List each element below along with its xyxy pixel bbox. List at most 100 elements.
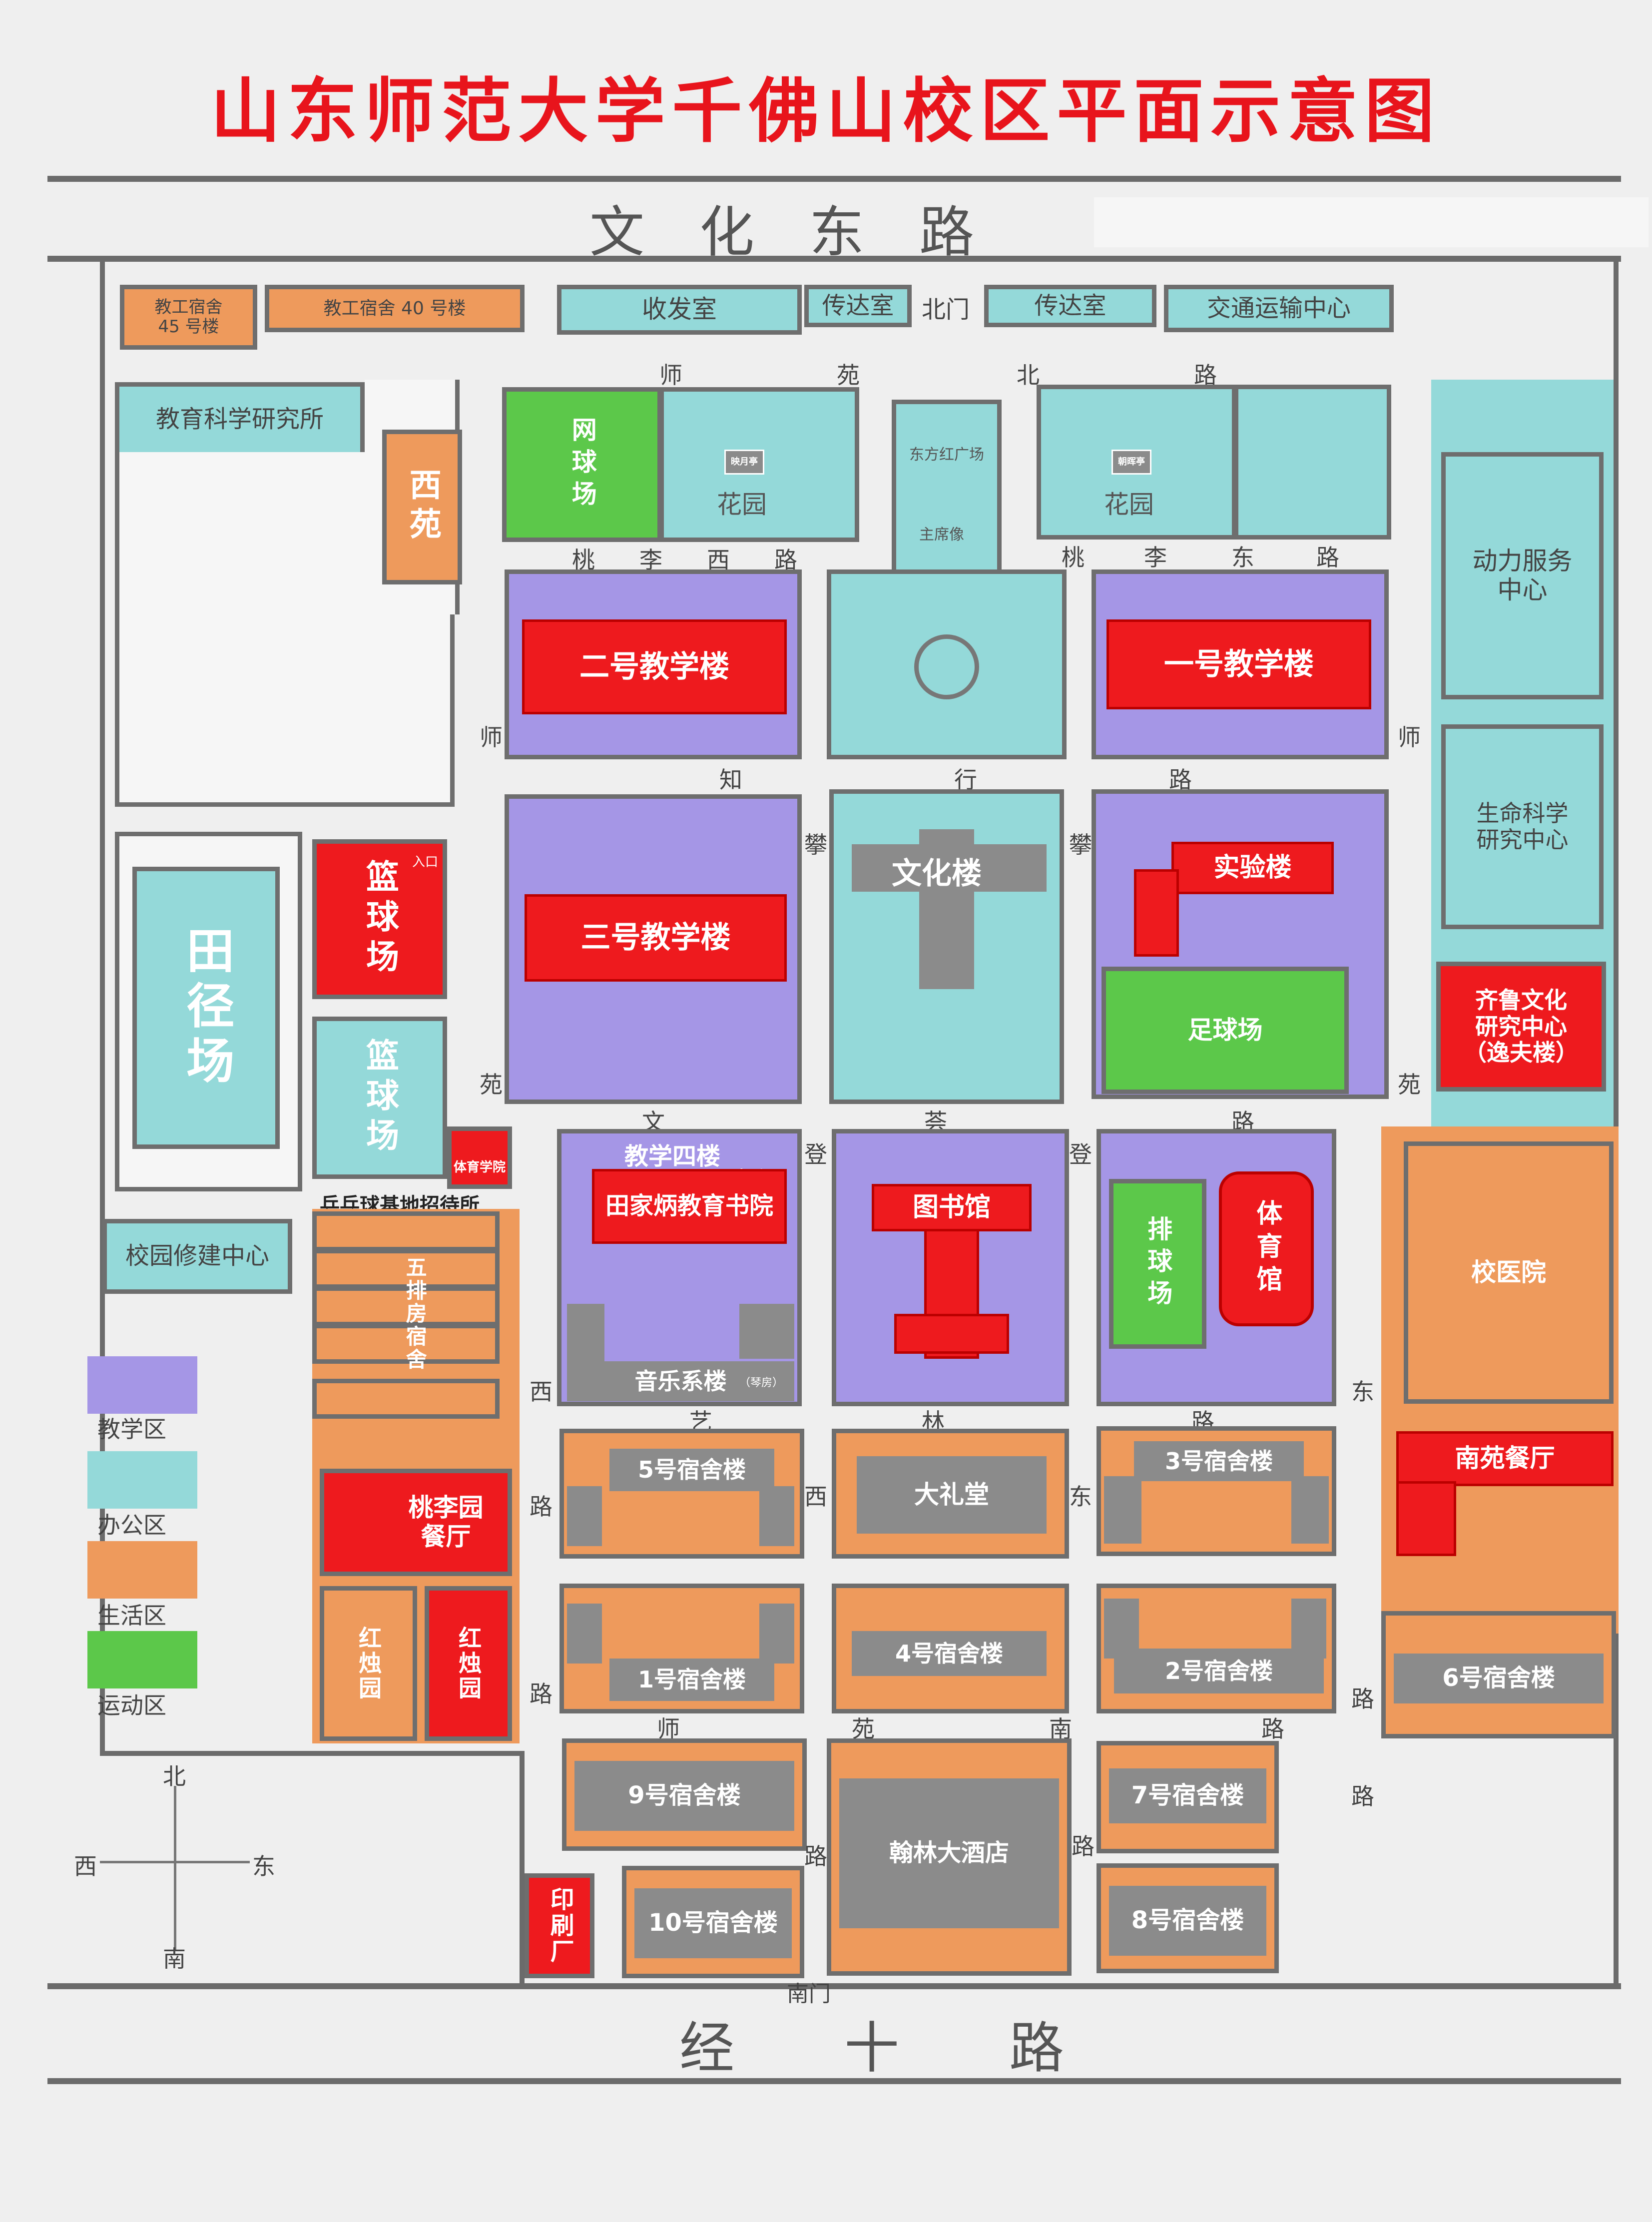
tian-jiabing-academy[interactable]: 田家炳教育书院 [592, 1169, 787, 1244]
football-field[interactable]: 足球场 [1101, 967, 1349, 1094]
road-char: 苑 [480, 1071, 503, 1098]
square-main[interactable] [827, 569, 1067, 759]
building-2[interactable]: 二号教学楼 [522, 619, 787, 714]
music-dept-building[interactable]: 音乐系楼 [567, 1361, 794, 1401]
square-circle [914, 634, 979, 699]
compass-vertical [174, 1786, 176, 1951]
qilu-culture-center[interactable]: 齐鲁文化 研究中心 （逸夫楼） [1436, 962, 1606, 1092]
road-char: 登 [804, 1141, 827, 1168]
gymnasium[interactable]: 体育馆 [1219, 1171, 1314, 1326]
road-char: 西 [530, 1378, 552, 1405]
legend-label-sports: 运动区 [97, 1692, 166, 1719]
road-char: 路 [530, 1493, 552, 1520]
garden-east-label: 花园 [1104, 490, 1154, 519]
staff-dorm-40[interactable]: 教工宿舍 40 号楼 [265, 285, 525, 332]
nanyuan-canteen[interactable]: 南苑餐厅 [1396, 1431, 1614, 1486]
library-base [894, 1314, 1009, 1354]
mail-room[interactable]: 收发室 [557, 285, 802, 335]
dorm-3-wing-r [1291, 1476, 1329, 1544]
school-hospital[interactable]: 校医院 [1404, 1141, 1614, 1404]
guard-room-east[interactable]: 传达室 [984, 285, 1156, 327]
five-row-5 [312, 1379, 500, 1419]
building-3[interactable]: 三号教学楼 [525, 894, 787, 982]
five-row-4 [312, 1324, 500, 1364]
library[interactable]: 图书馆 [872, 1184, 1032, 1231]
yingyue-pavilion[interactable]: 映月亭 [724, 450, 764, 475]
road-char: 路 [1351, 1783, 1374, 1810]
basketball-court-2[interactable]: 篮球场 [312, 1017, 447, 1179]
boundary-southwest [100, 1751, 522, 1756]
dorm-3-wing-l [1104, 1476, 1141, 1544]
guard-room-west[interactable]: 传达室 [804, 285, 912, 327]
road-char: 路 [804, 1843, 827, 1870]
taoliyuan-canteen[interactable]: 桃李园 餐厅 [320, 1469, 512, 1576]
dorm-9[interactable]: 9号宿舍楼 [574, 1761, 794, 1831]
road-char: 攀 [1069, 831, 1092, 858]
staff-dorm-45[interactable]: 教工宿舍 45 号楼 [120, 285, 257, 350]
dorm-3[interactable]: 3号宿舍楼 [1134, 1441, 1304, 1481]
five-row-3 [312, 1286, 500, 1326]
dorm-8[interactable]: 8号宿舍楼 [1109, 1886, 1266, 1956]
basketball-court-1[interactable]: 篮球场 [312, 839, 447, 999]
dorm-6[interactable]: 6号宿舍楼 [1394, 1654, 1604, 1703]
hongzhu-garden-1[interactable]: 红烛园 [320, 1586, 417, 1741]
edu-research-institute[interactable]: 教育科学研究所 [115, 382, 365, 457]
dorm-2[interactable]: 2号宿舍楼 [1114, 1649, 1324, 1693]
lab-building[interactable]: 实验楼 [1171, 842, 1334, 894]
power-service-center[interactable]: 动力服务中心 [1441, 452, 1604, 699]
legend-swatch-living [87, 1541, 197, 1599]
legend-label-living: 生活区 [97, 1602, 166, 1629]
dorm-5-wing-l [567, 1486, 602, 1546]
dorm-7[interactable]: 7号宿舍楼 [1109, 1768, 1266, 1823]
compass-horizontal [100, 1861, 250, 1863]
boundary-sw-vert [520, 1751, 525, 1986]
teaching-4-label: 教学四楼 [624, 1142, 721, 1170]
volleyball-court[interactable]: 排球场 [1109, 1179, 1206, 1349]
compass-north: 北 [163, 1763, 186, 1790]
track-field[interactable]: 田径场 [132, 867, 280, 1149]
lab-building-wing [1134, 869, 1179, 957]
garden-east-2[interactable] [1234, 385, 1391, 540]
south-road-top-line [47, 1983, 1621, 1989]
music-dept-wing-right [739, 1304, 794, 1359]
road-char: 师 [1398, 724, 1421, 751]
dorm-4[interactable]: 4号宿舍楼 [852, 1631, 1047, 1676]
road-char: 李 [1144, 544, 1167, 571]
road-char: 苑 [1398, 1071, 1421, 1098]
nanyuan-canteen-wing [1396, 1481, 1456, 1556]
tennis-court[interactable]: 网球场 [502, 387, 662, 542]
road-label-patch [1094, 197, 1649, 247]
road-char: 师 [480, 724, 503, 751]
road-char: 行 [954, 766, 977, 793]
sports-college[interactable]: 体育学院 [447, 1126, 512, 1189]
south-road-name: 经 十 路 [679, 2016, 1064, 2080]
hongzhu-garden-2[interactable]: 红烛园 [425, 1586, 512, 1741]
dongfanghong-square[interactable] [892, 400, 1002, 594]
legend-swatch-office [87, 1451, 197, 1509]
culture-building-stem [919, 829, 974, 989]
road-char: 攀 [804, 831, 827, 858]
building-1[interactable]: 一号教学楼 [1106, 619, 1371, 709]
dorm-1[interactable]: 1号宿舍楼 [609, 1659, 774, 1701]
south-road-bottom-line [47, 2078, 1621, 2084]
dorm-5[interactable]: 5号宿舍楼 [609, 1449, 774, 1491]
road-char: 北 [1017, 362, 1040, 389]
five-row-dorms[interactable]: 五排房宿舍 [403, 1256, 428, 1371]
xiyuan[interactable]: 西苑 [382, 430, 462, 584]
campus-repair-center[interactable]: 校园修建中心 [102, 1219, 292, 1294]
culture-building-label: 文化楼 [892, 856, 982, 891]
auditorium[interactable]: 大礼堂 [857, 1456, 1047, 1534]
hanlin-hotel[interactable]: 翰林大酒店 [839, 1778, 1059, 1928]
transport-center[interactable]: 交通运输中心 [1164, 285, 1394, 332]
life-science-center[interactable]: 生命科学研究中心 [1441, 724, 1604, 929]
north-gate-label: 北门 [922, 296, 970, 324]
compass-south: 南 [163, 1945, 186, 1972]
north-road-name: 文 化 东 路 [589, 200, 974, 264]
piano-room-label: （琴房） [739, 1377, 784, 1389]
printing-factory[interactable]: 印刷厂 [525, 1873, 594, 1978]
zhaohui-pavilion[interactable]: 朝晖亭 [1111, 450, 1151, 475]
dorm-5-wing-r [759, 1486, 794, 1546]
road-char: 路 [1169, 766, 1192, 793]
dorm-10[interactable]: 10号宿舍楼 [634, 1888, 792, 1958]
boundary-west [100, 256, 105, 1754]
